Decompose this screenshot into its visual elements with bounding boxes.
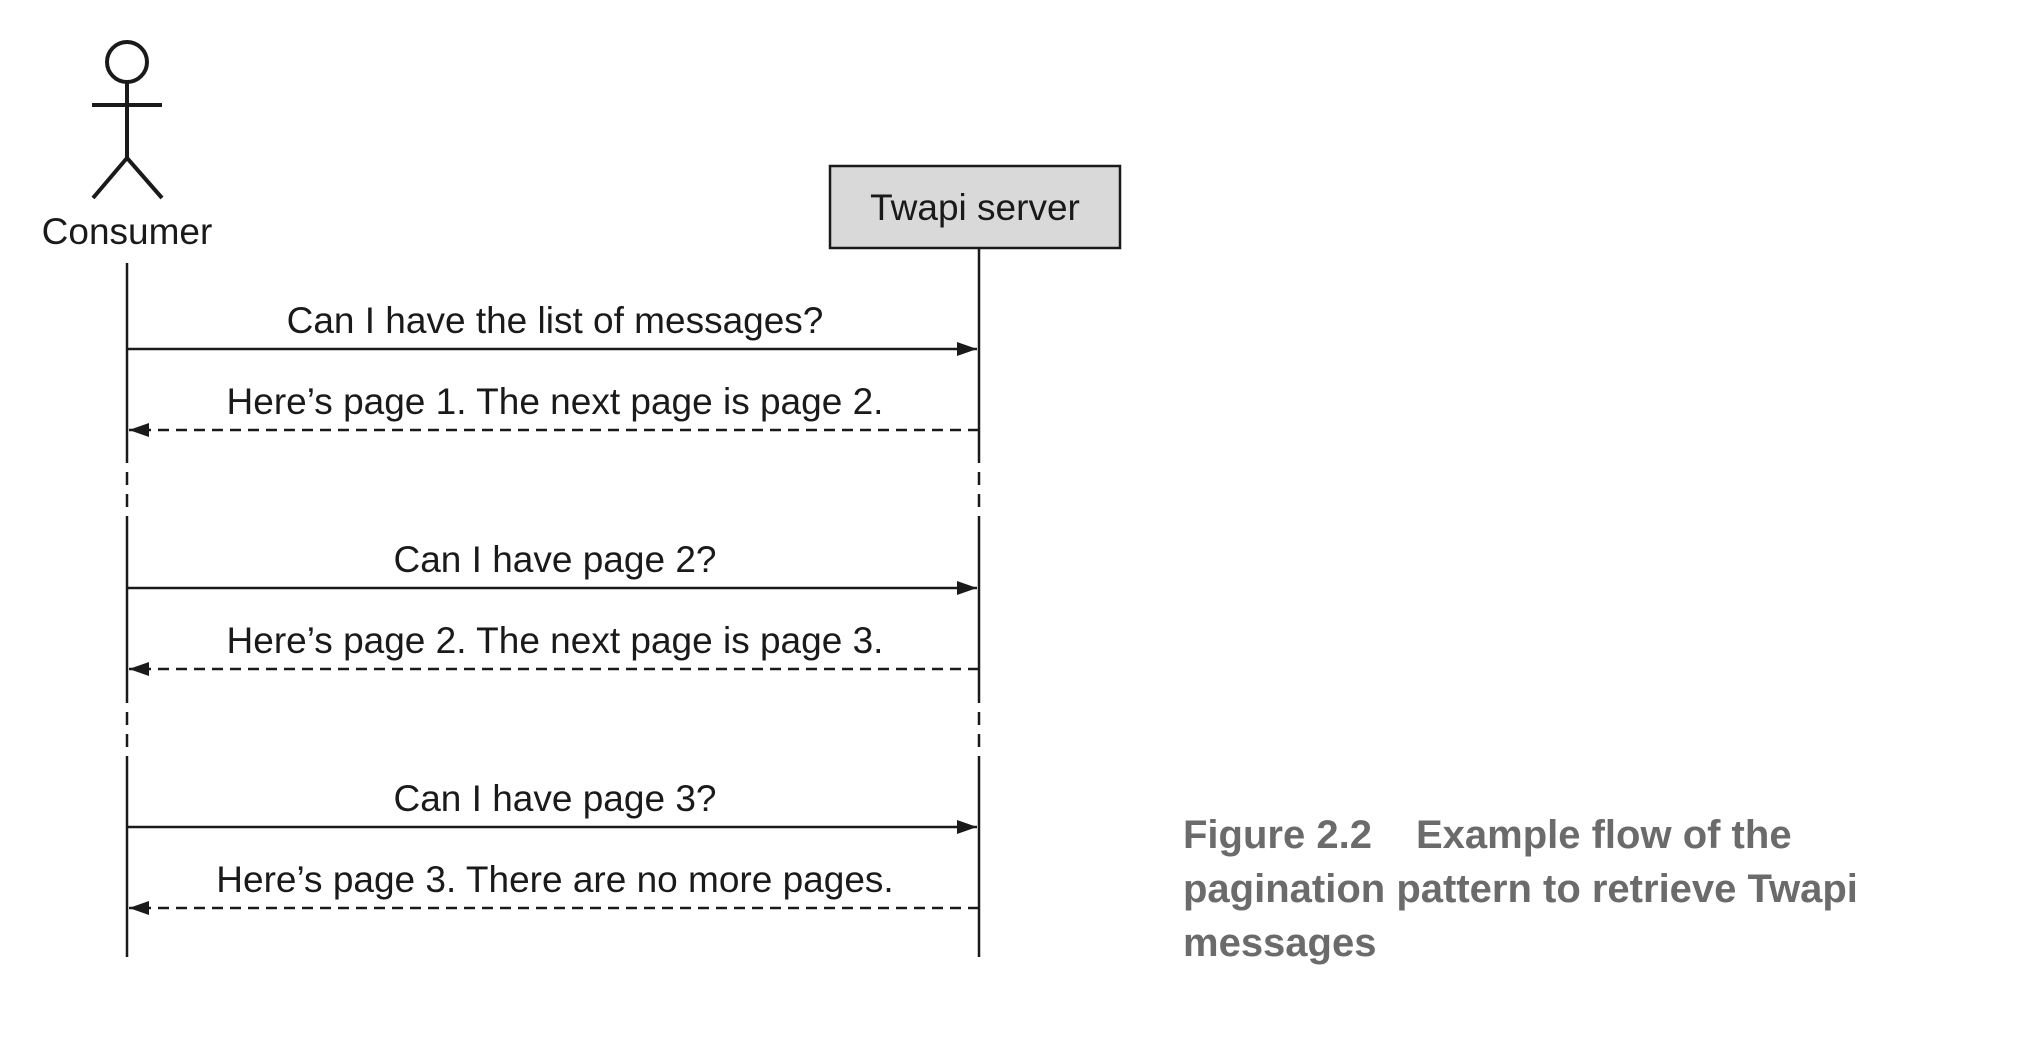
- message-label: Here’s page 3. There are no more pages.: [216, 859, 893, 900]
- message-6: Here’s page 3. There are no more pages.: [129, 859, 979, 915]
- message-label: Can I have page 2?: [394, 539, 717, 580]
- message-5: Can I have page 3?: [127, 778, 977, 834]
- message-label: Can I have page 3?: [394, 778, 717, 819]
- message-3: Can I have page 2?: [127, 539, 977, 595]
- figure-caption-text: Example flow of the pagination pattern t…: [1183, 813, 1858, 965]
- message-label: Here’s page 1. The next page is page 2.: [227, 381, 884, 422]
- message-label: Can I have the list of messages?: [287, 300, 824, 341]
- figure-number: Figure 2.2: [1183, 813, 1372, 857]
- message-4: Here’s page 2. The next page is page 3.: [129, 620, 979, 676]
- server-box: [828, 164, 1122, 250]
- message-1: Can I have the list of messages?: [127, 300, 977, 356]
- message-2: Here’s page 1. The next page is page 2.: [129, 381, 979, 437]
- consumer-actor-icon: [91, 40, 164, 200]
- server-label: Twapi server: [870, 187, 1080, 228]
- consumer-label: Consumer: [42, 211, 213, 252]
- message-label: Here’s page 2. The next page is page 3.: [227, 620, 884, 661]
